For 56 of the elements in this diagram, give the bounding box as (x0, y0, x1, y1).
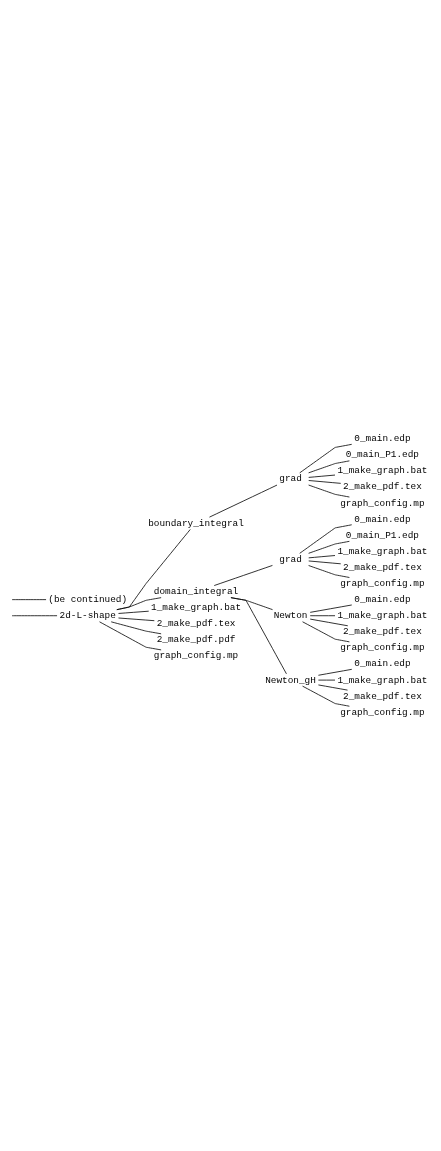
connector (308, 555, 336, 559)
node-text: 0_main.edp (354, 513, 411, 525)
connector (302, 685, 350, 707)
node-text: 0_main.edp (354, 658, 411, 670)
connector (308, 480, 342, 484)
connector (118, 610, 150, 614)
node-text: 0_main_P1.edp (345, 449, 419, 461)
node-text: 1_make_graph.bat (337, 610, 428, 622)
node-text: grad (279, 473, 302, 485)
node-text: 1_make_graph.bat (337, 465, 428, 477)
node-text: grad (279, 553, 302, 565)
connector (318, 684, 348, 691)
connector (209, 484, 278, 518)
connector (299, 524, 353, 554)
node-text: 0_main_P1.edp (345, 529, 419, 541)
connector (110, 621, 162, 635)
node-text: graph_config.mp (153, 650, 239, 662)
connector (309, 604, 353, 613)
connector (308, 540, 350, 554)
node-text: 1_make_graph.bat (151, 602, 242, 614)
node-text: 2d-L-shape (59, 610, 116, 622)
connector (116, 597, 162, 611)
node-text: domain_integral (153, 586, 239, 598)
node-text: 2_make_pdf.tex (156, 618, 236, 630)
node-text: (be continued) (48, 594, 128, 606)
node-text: 2_make_pdf.pdf (156, 634, 236, 646)
node-text: Newton (273, 610, 308, 622)
connector (308, 560, 342, 565)
connector (302, 621, 350, 643)
connector (309, 618, 349, 627)
node-text: 2_make_pdf.tex (343, 690, 422, 702)
connector (230, 597, 287, 675)
connector (308, 460, 350, 474)
connector (318, 668, 353, 676)
node-text: 0_main.edp (354, 594, 411, 606)
node-text: Newton_gH (265, 674, 316, 686)
connector (118, 617, 155, 622)
connector (116, 529, 191, 611)
connector (308, 565, 350, 578)
connector (11, 599, 47, 601)
node-text: 2_make_pdf.tex (343, 561, 422, 573)
connector (213, 565, 273, 586)
connector (308, 474, 336, 478)
node-text: graph_config.mp (340, 578, 425, 590)
node-text: 1_make_graph.bat (337, 545, 428, 557)
connector (299, 443, 353, 474)
node-text: 0_main.edp (354, 433, 411, 445)
node-text: graph_config.mp (340, 642, 425, 654)
node-text: 1_make_graph.bat (337, 674, 428, 686)
connector (99, 621, 162, 651)
node-text: boundary_integral (148, 517, 244, 529)
node-text: 2_make_pdf.tex (343, 626, 422, 638)
node-text: graph_config.mp (340, 706, 425, 718)
node-text: 2_make_pdf.tex (343, 481, 422, 493)
connector (308, 484, 350, 498)
node-text: graph_config.mp (340, 497, 425, 509)
